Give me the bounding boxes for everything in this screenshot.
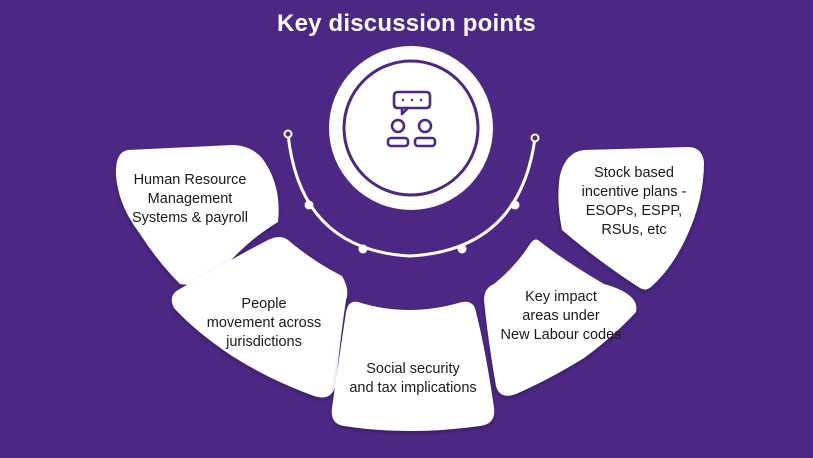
center-ring [342, 59, 480, 197]
card-hr-systems [115, 145, 279, 285]
arc-dot-2 [358, 244, 368, 254]
arc-dot-4 [510, 200, 520, 210]
arc-dot-1 [304, 200, 314, 210]
discussion-people-icon [386, 90, 437, 148]
point-label-social-security: Social security and tax implications [349, 361, 477, 396]
arc-dot-3 [457, 244, 467, 254]
arc-end-right [530, 133, 540, 143]
card-social-security [331, 301, 495, 431]
point-label-labour-codes: Key impact areas under New Labour codes [500, 289, 622, 343]
center-circle [329, 46, 493, 210]
point-label-stock-incentives: Stock based incentive plans - ESOPs, ESP… [581, 165, 687, 238]
card-labour-codes [484, 239, 637, 396]
card-stock-incentives [558, 147, 704, 290]
connector-arc [286, 132, 537, 258]
page-title: Key discussion points [277, 10, 536, 37]
arc-end-left [283, 129, 293, 139]
point-label-hr-systems: Human Resource Management Systems & payr… [131, 172, 249, 226]
point-label-people-movement: People movement across jurisdictions [206, 296, 322, 350]
card-people-movement [171, 237, 348, 398]
